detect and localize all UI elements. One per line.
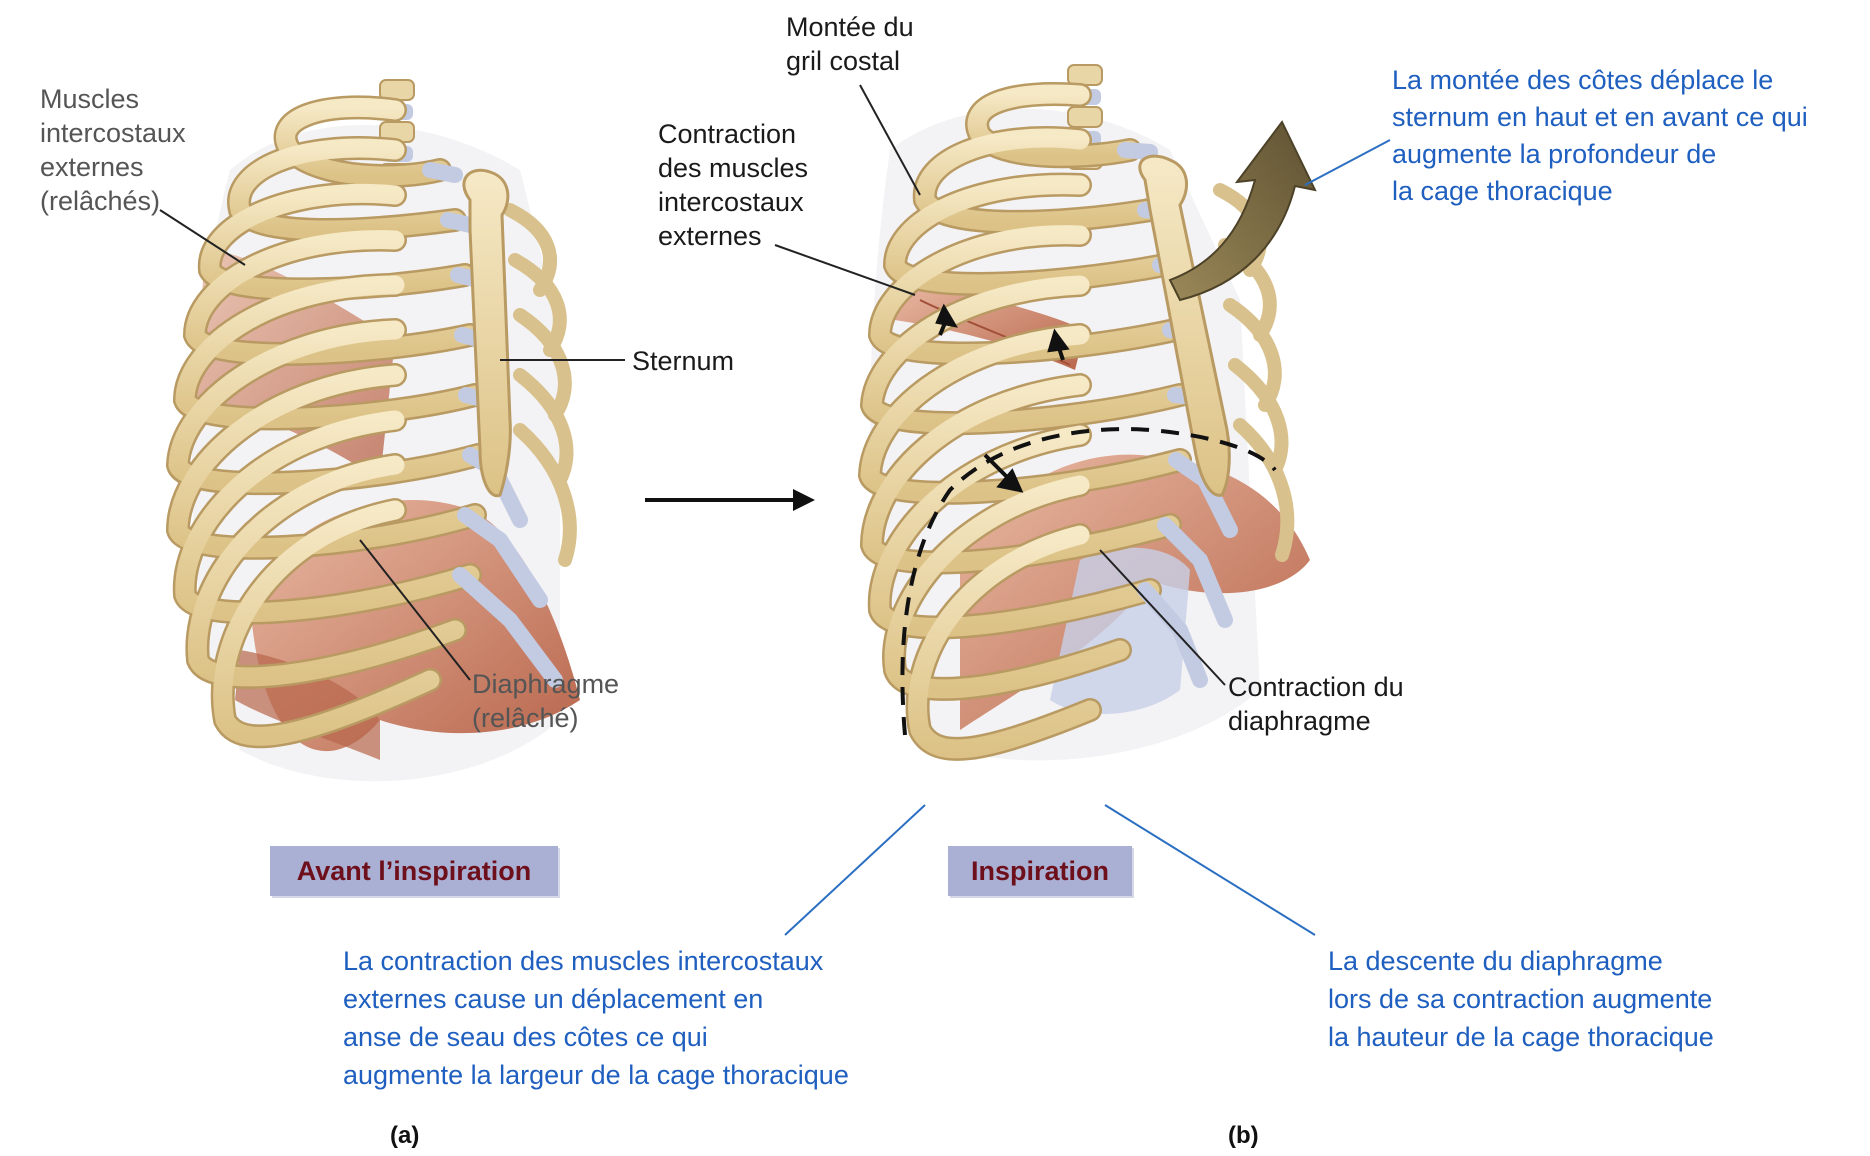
transition-arrow: [645, 489, 815, 511]
note-sternum: La montée des côtes déplace le sternum e…: [1392, 62, 1808, 210]
badge-inspiration: Inspiration: [948, 846, 1132, 896]
label-muscles-contraction: Contraction des muscles intercostaux ext…: [658, 117, 808, 253]
panel-label-b: (b): [1228, 1122, 1259, 1150]
note-diaphragm: La descente du diaphragme lors de sa con…: [1328, 942, 1714, 1056]
badge-before-inspiration: Avant l’inspiration: [270, 846, 558, 896]
rib-cage-inspiration: [870, 65, 1315, 760]
label-rib-rise: Montée du gril costal: [786, 10, 914, 78]
label-diaphragm-relaxed: Diaphragme (relâché): [472, 667, 619, 735]
panel-label-a: (a): [390, 1122, 419, 1150]
label-sternum: Sternum: [632, 344, 734, 378]
label-diaphragm-contraction: Contraction du diaphragme: [1228, 670, 1404, 738]
label-muscles-relaxed: Muscles intercostaux externes (relâchés): [40, 82, 186, 218]
note-intercostal: La contraction des muscles intercostaux …: [343, 942, 849, 1094]
